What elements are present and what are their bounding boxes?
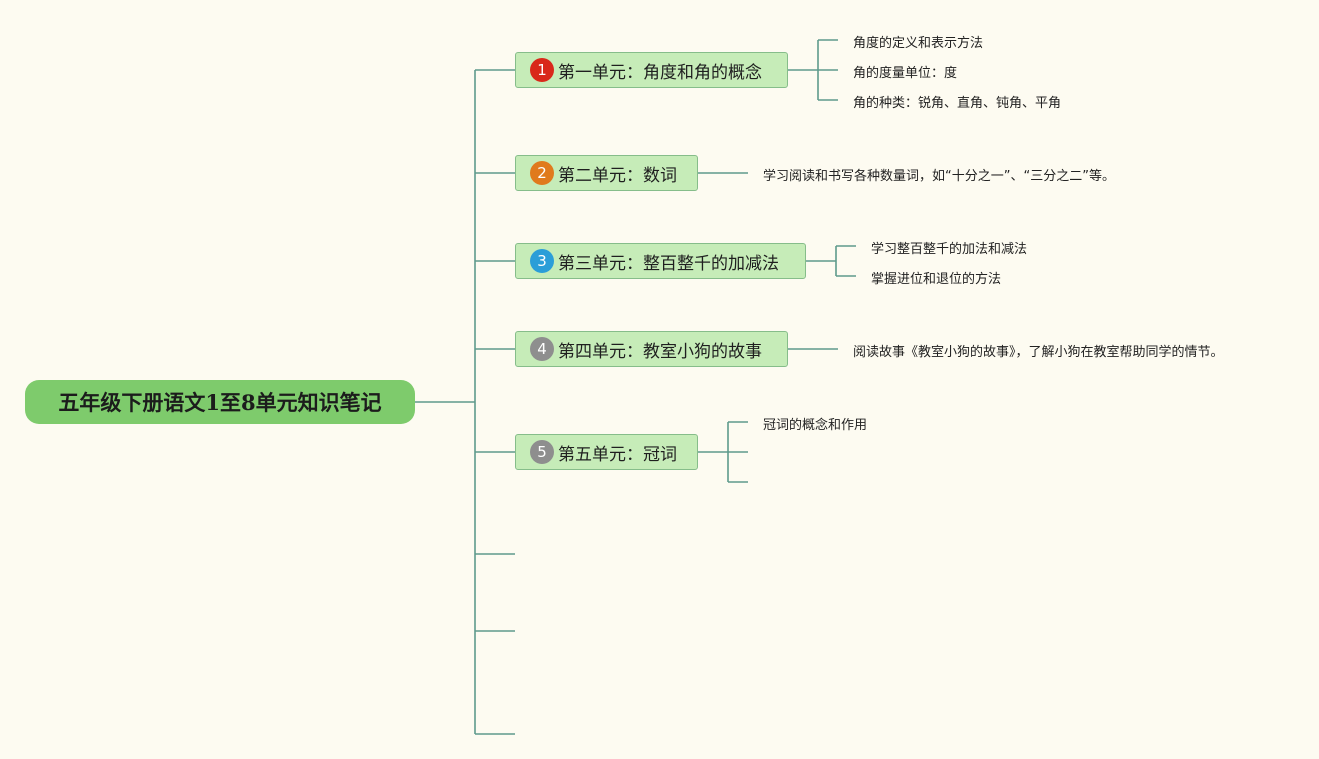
unit-4-note-1[interactable]: 阅读故事《教室小狗的故事》，了解小狗在教室帮助同学的情节。 — [853, 345, 1224, 360]
unit-4-node[interactable]: 4 第四单元：教室小狗的故事 — [515, 331, 788, 367]
unit-5-label: 第五单元：冠词 — [558, 444, 677, 465]
unit-2-note-1[interactable]: 学习阅读和书写各种数量词，如“十分之一”、“三分之二”等。 — [763, 169, 1115, 184]
priority-2-icon: 2 — [530, 161, 554, 185]
priority-5-icon: 5 — [530, 440, 554, 464]
unit-2-node[interactable]: 2 第二单元：数词 — [515, 155, 698, 191]
unit-3-note-1[interactable]: 学习整百整千的加法和减法 — [871, 242, 1028, 257]
unit-3-note-2[interactable]: 掌握进位和退位的方法 — [871, 272, 1002, 287]
unit-3-label: 第三单元：整百整千的加减法 — [558, 253, 779, 274]
unit-3-node[interactable]: 3 第三单元：整百整千的加减法 — [515, 243, 806, 279]
unit-1-note-3[interactable]: 角的种类：锐角、直角、钝角、平角 — [853, 96, 1062, 111]
priority-1-icon: 1 — [530, 58, 554, 82]
unit-1-label: 第一单元：角度和角的概念 — [558, 62, 762, 83]
unit-2-label: 第二单元：数词 — [558, 165, 677, 186]
root-topic[interactable]: 五年级下册语文1至8单元知识笔记 — [25, 380, 415, 424]
priority-3-icon: 3 — [530, 249, 554, 273]
unit-1-note-1[interactable]: 角度的定义和表示方法 — [853, 36, 984, 51]
unit-4-label: 第四单元：教室小狗的故事 — [558, 341, 762, 362]
unit-1-node[interactable]: 1 第一单元：角度和角的概念 — [515, 52, 788, 88]
unit-1-note-2[interactable]: 角的度量单位：度 — [853, 66, 958, 81]
unit-5-note-1[interactable]: 冠词的概念和作用 — [763, 418, 868, 433]
priority-4-icon: 4 — [530, 337, 554, 361]
unit-5-node[interactable]: 5 第五单元：冠词 — [515, 434, 698, 470]
